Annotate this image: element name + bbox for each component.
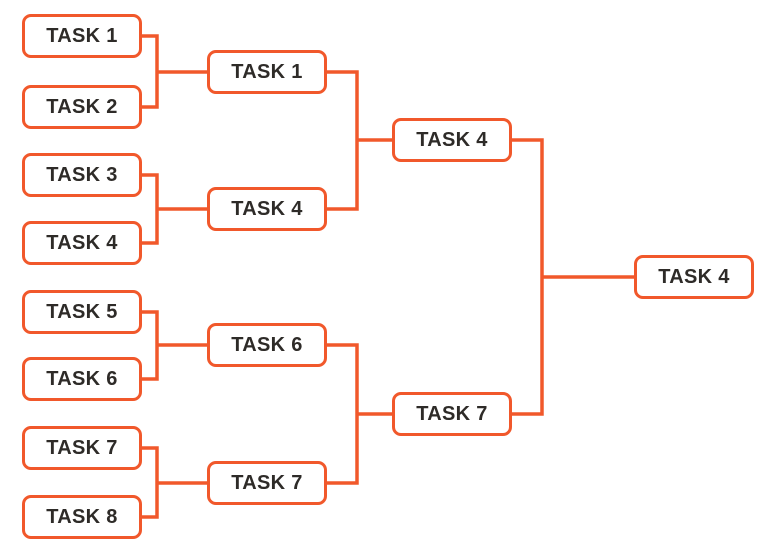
round1-slot4-box: TASK 4 <box>22 221 142 265</box>
connector-r1-pair2 <box>142 173 207 245</box>
connector-r1-pair3 <box>142 310 207 381</box>
round1-slot7-box: TASK 7 <box>22 426 142 470</box>
round3-slot2-box: TASK 7 <box>392 392 512 436</box>
connector-r3-final <box>512 138 634 416</box>
connector-r1-pair4 <box>142 446 207 519</box>
round3-slot1-box: TASK 4 <box>392 118 512 162</box>
round1-slot8-box: TASK 8 <box>22 495 142 539</box>
round1-slot2-box: TASK 2 <box>22 85 142 129</box>
round1-slot3-box: TASK 3 <box>22 153 142 197</box>
round2-slot3-box: TASK 6 <box>207 323 327 367</box>
round2-slot4-box: TASK 7 <box>207 461 327 505</box>
connector-r2-pair2 <box>327 343 392 485</box>
round2-slot2-box: TASK 4 <box>207 187 327 231</box>
round2-slot1-box: TASK 1 <box>207 50 327 94</box>
connector-r1-pair1 <box>142 34 207 109</box>
winner-box: TASK 4 <box>634 255 754 299</box>
connector-r2-pair1 <box>327 70 392 211</box>
round1-slot1-box: TASK 1 <box>22 14 142 58</box>
round1-slot5-box: TASK 5 <box>22 290 142 334</box>
round1-slot6-box: TASK 6 <box>22 357 142 401</box>
